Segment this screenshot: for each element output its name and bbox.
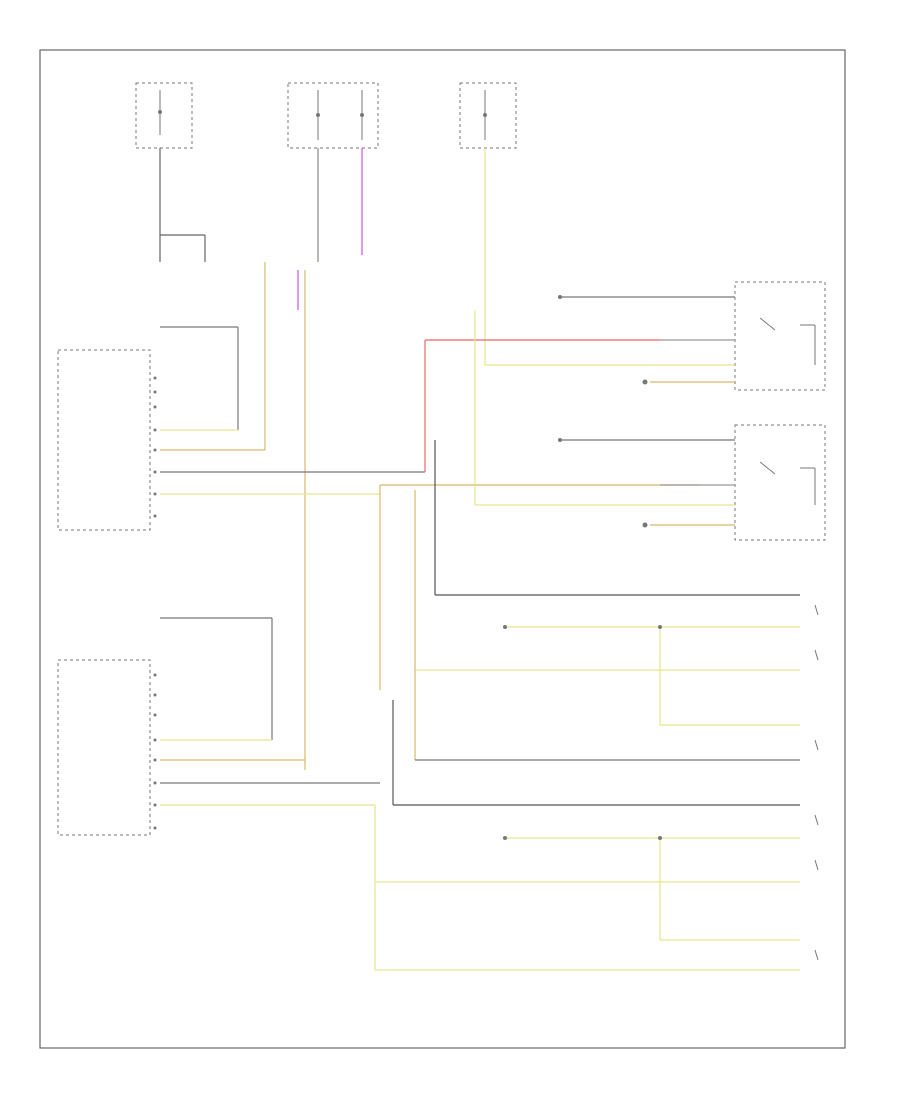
top-wires — [159, 148, 486, 365]
control-module-lower — [57, 659, 157, 836]
edge-connectors — [814, 604, 819, 961]
splice-icon — [503, 836, 507, 840]
switch-box-upper — [734, 281, 826, 391]
connector-icon — [814, 814, 819, 826]
connector-icon — [814, 604, 819, 616]
diagram-frame — [39, 49, 846, 1049]
ground-icon — [642, 522, 648, 528]
connector-icon — [814, 949, 819, 961]
wires-main — [160, 262, 800, 971]
fuse-box-left — [135, 82, 193, 149]
splice-icon — [658, 625, 662, 629]
splice-icon — [658, 836, 662, 840]
fuse-icon — [483, 113, 487, 117]
terminals — [503, 295, 662, 840]
ground-icon — [642, 379, 648, 385]
splice-icon — [503, 625, 507, 629]
splice-icon — [558, 295, 562, 299]
switch-box-lower — [734, 424, 826, 541]
fuse-box-right — [459, 82, 517, 149]
switch-icon — [759, 461, 776, 475]
fuse-icon — [316, 113, 320, 117]
connector-icon — [814, 739, 819, 751]
connector-icon — [814, 859, 819, 871]
switch-icon — [759, 317, 776, 331]
fuse-box-center — [287, 82, 379, 149]
splice-icon — [558, 438, 562, 442]
control-module-upper — [57, 349, 157, 531]
connector-icon — [814, 649, 819, 661]
fuse-icon — [158, 110, 162, 114]
fuse-icon — [360, 113, 364, 117]
